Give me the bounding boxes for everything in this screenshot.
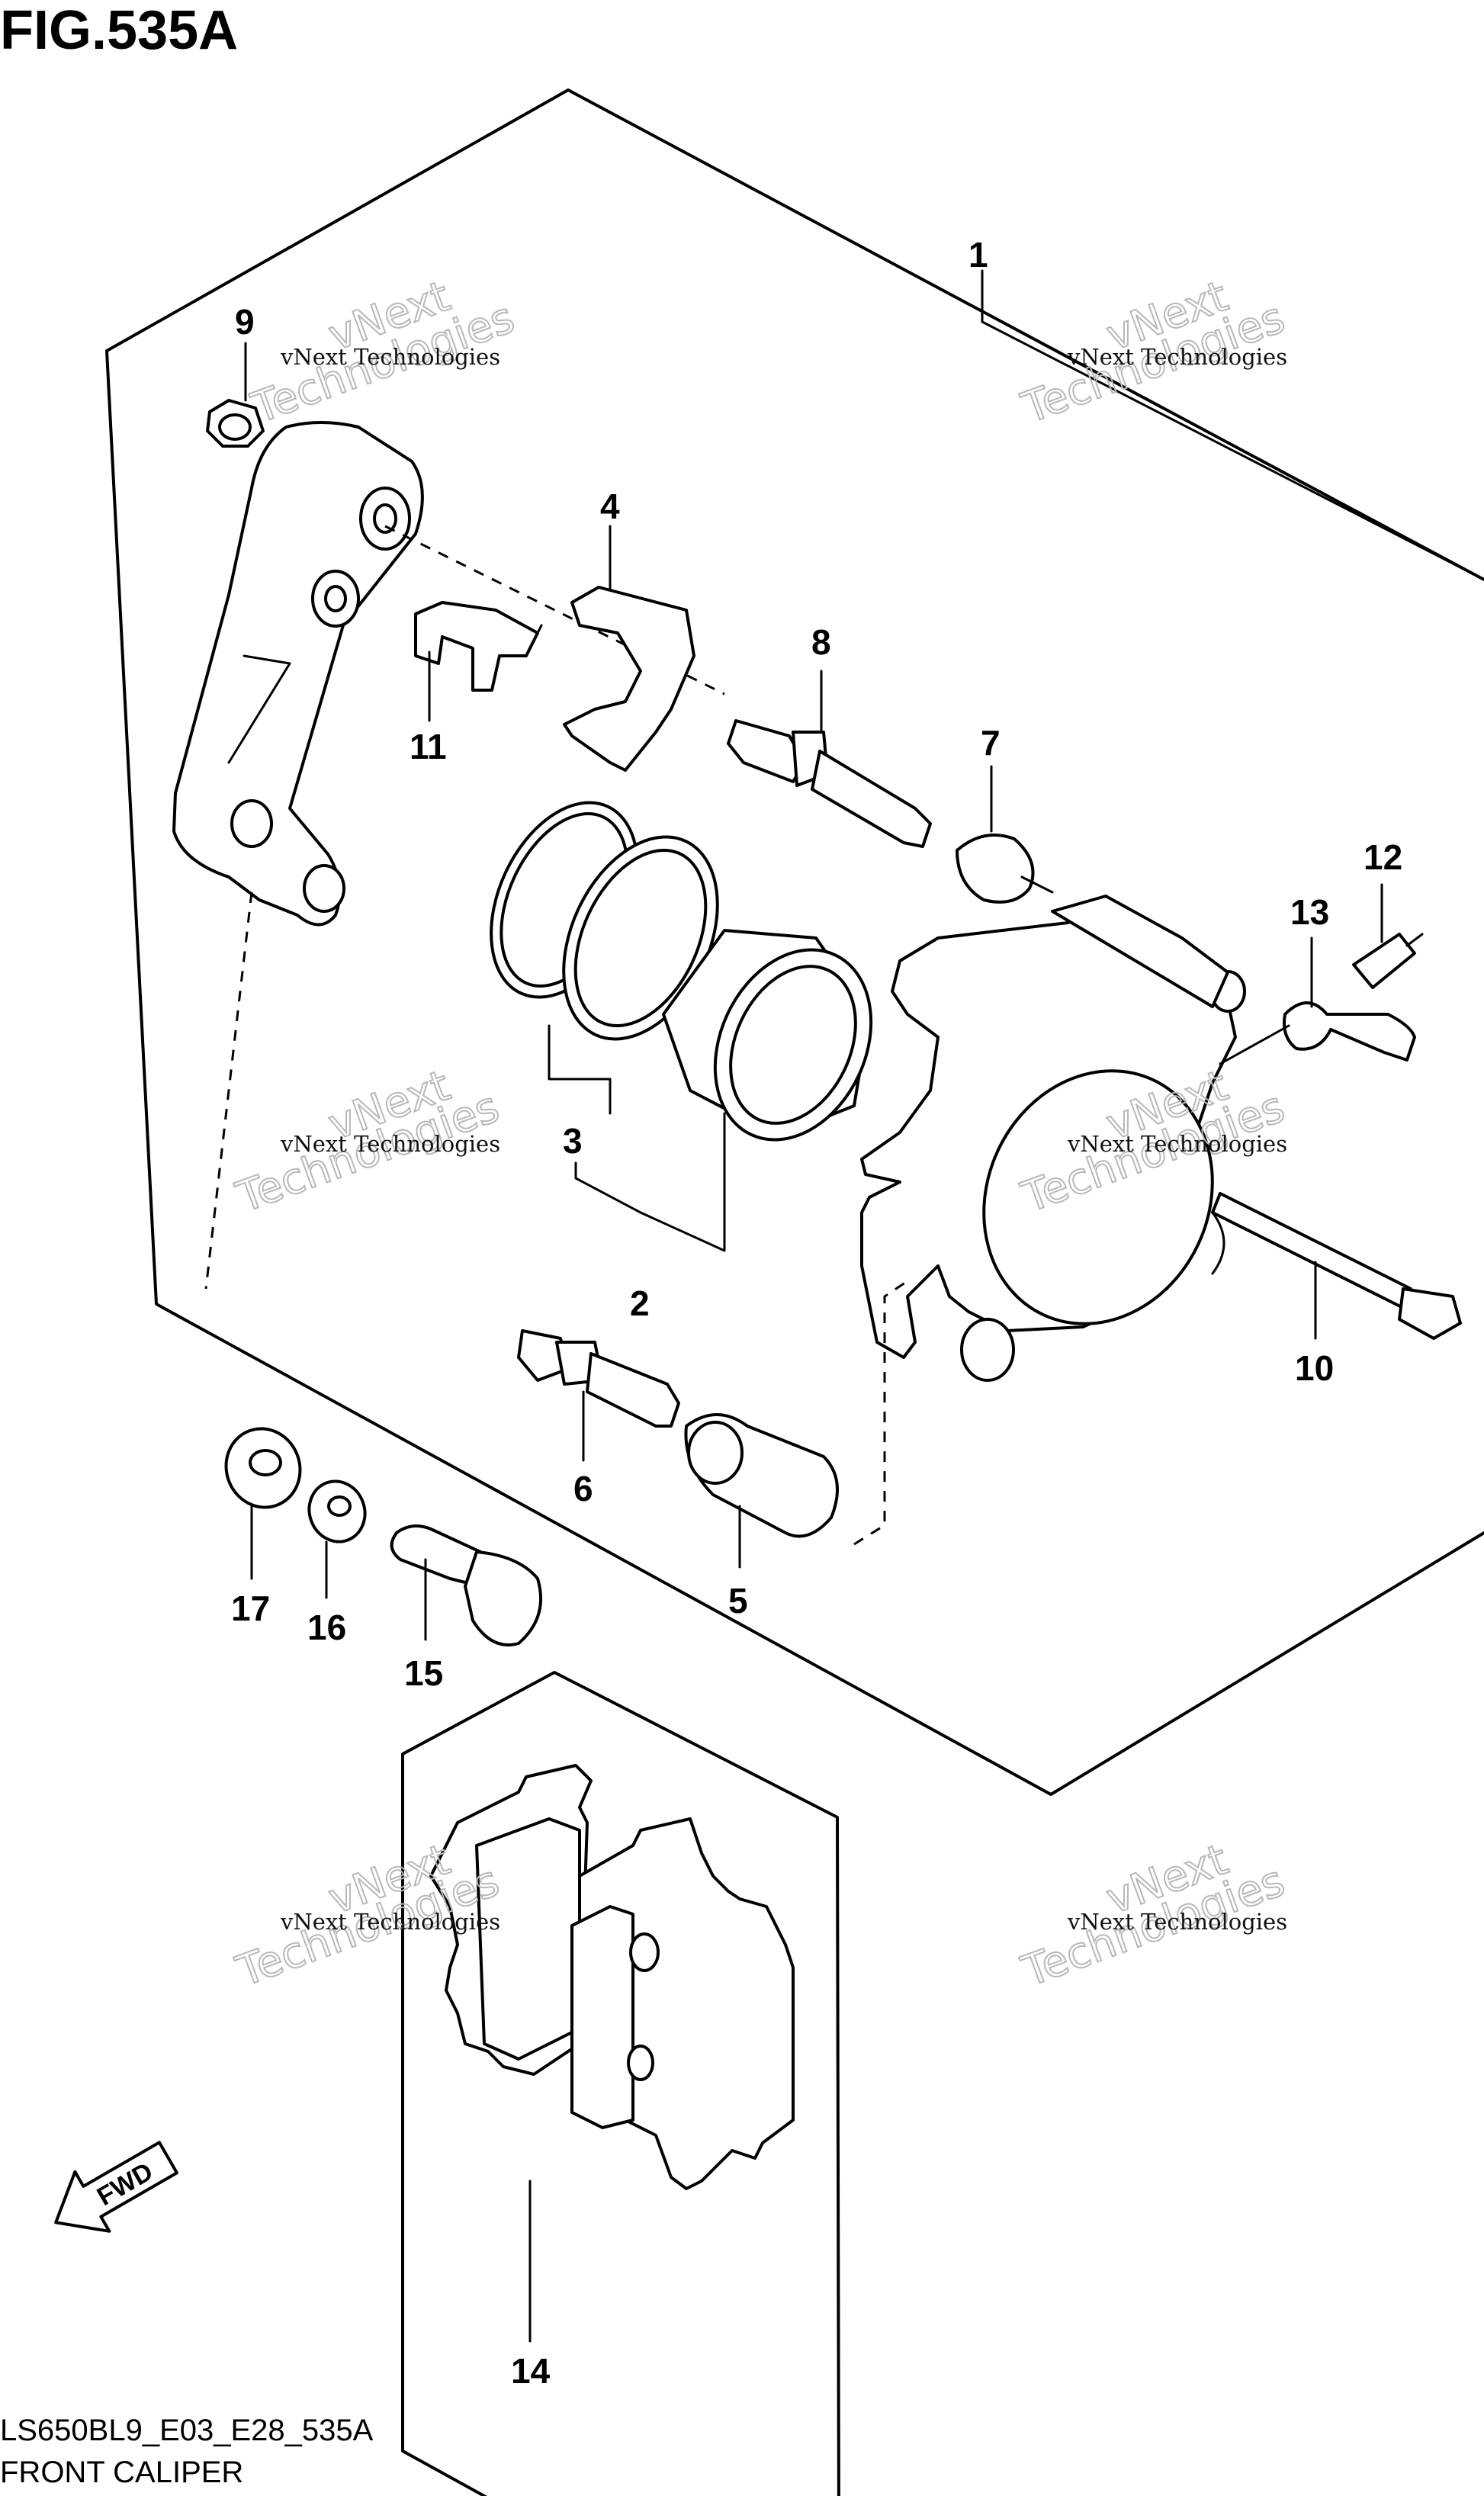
svg-text:vNext Technologies: vNext Technologies	[1067, 1909, 1287, 1935]
pad-set-14-outline	[401, 1671, 840, 2496]
callout-7: 7	[981, 723, 1001, 763]
figure-code: LS650BL9_E03_E28_535A	[0, 2414, 374, 2447]
fwd-direction-arrow: FWD	[54, 2141, 178, 2233]
callout-1: 1	[968, 235, 988, 275]
callout-4: 4	[600, 487, 620, 526]
callout-11: 11	[410, 727, 447, 766]
part-2-piston	[662, 929, 873, 1142]
part-6-pin	[517, 1329, 680, 1428]
callout-10: 10	[1295, 1348, 1334, 1388]
figure-name: FRONT CALIPER	[0, 2456, 243, 2489]
part-11-spring	[414, 601, 543, 692]
part-15-bolt	[390, 1524, 543, 1646]
svg-text:vNext Technologies: vNext Technologies	[280, 1909, 500, 1935]
caliper-bracket	[172, 421, 424, 927]
callout-17: 17	[231, 1589, 270, 1628]
callout-3: 3	[563, 1121, 583, 1161]
callout-8: 8	[811, 622, 831, 662]
callout-14: 14	[511, 2351, 551, 2391]
part-9-nut	[206, 399, 265, 448]
watermark-mid-left: vNext Technologies vNext Technologies	[230, 1060, 506, 1223]
part-16-washer	[307, 1479, 367, 1544]
part-12-bleeder	[1352, 933, 1424, 989]
callout-6: 6	[573, 1469, 593, 1508]
callout-9: 9	[235, 302, 255, 342]
part-3-seals	[490, 801, 719, 1041]
part-4-retainer	[563, 586, 695, 772]
part-10-pin	[1211, 1192, 1462, 1340]
callout-15: 15	[404, 1653, 443, 1693]
svg-text:vNext Technologies: vNext Technologies	[280, 1131, 500, 1157]
svg-text:vNext Technologies: vNext Technologies	[1067, 344, 1287, 370]
svg-text:vNext Technologies: vNext Technologies	[280, 344, 500, 370]
figure-title: FIG.535A	[0, 0, 238, 61]
svg-text:vNext Technologies: vNext Technologies	[1067, 1131, 1287, 1157]
watermark-bottom-right: vNext Technologies vNext Technologies	[1015, 1834, 1292, 1997]
part-14-pads	[429, 1764, 795, 2190]
caliper-body	[860, 895, 1246, 1382]
callout-12: 12	[1364, 837, 1402, 877]
callout-16: 16	[307, 1608, 346, 1647]
part-7-boot	[956, 834, 1054, 904]
callout-2: 2	[630, 1283, 650, 1323]
callout-13: 13	[1290, 892, 1329, 932]
part-13-clip	[1283, 1001, 1416, 1062]
part-5-sleeve	[684, 1413, 839, 1538]
part-17-washer	[224, 1427, 302, 1509]
assembly-1-outline	[105, 88, 1484, 1796]
watermark-top-left: vNext Technologies vNext Technologies	[245, 271, 522, 434]
part-8-pin	[727, 719, 932, 848]
callout-5: 5	[728, 1581, 748, 1621]
